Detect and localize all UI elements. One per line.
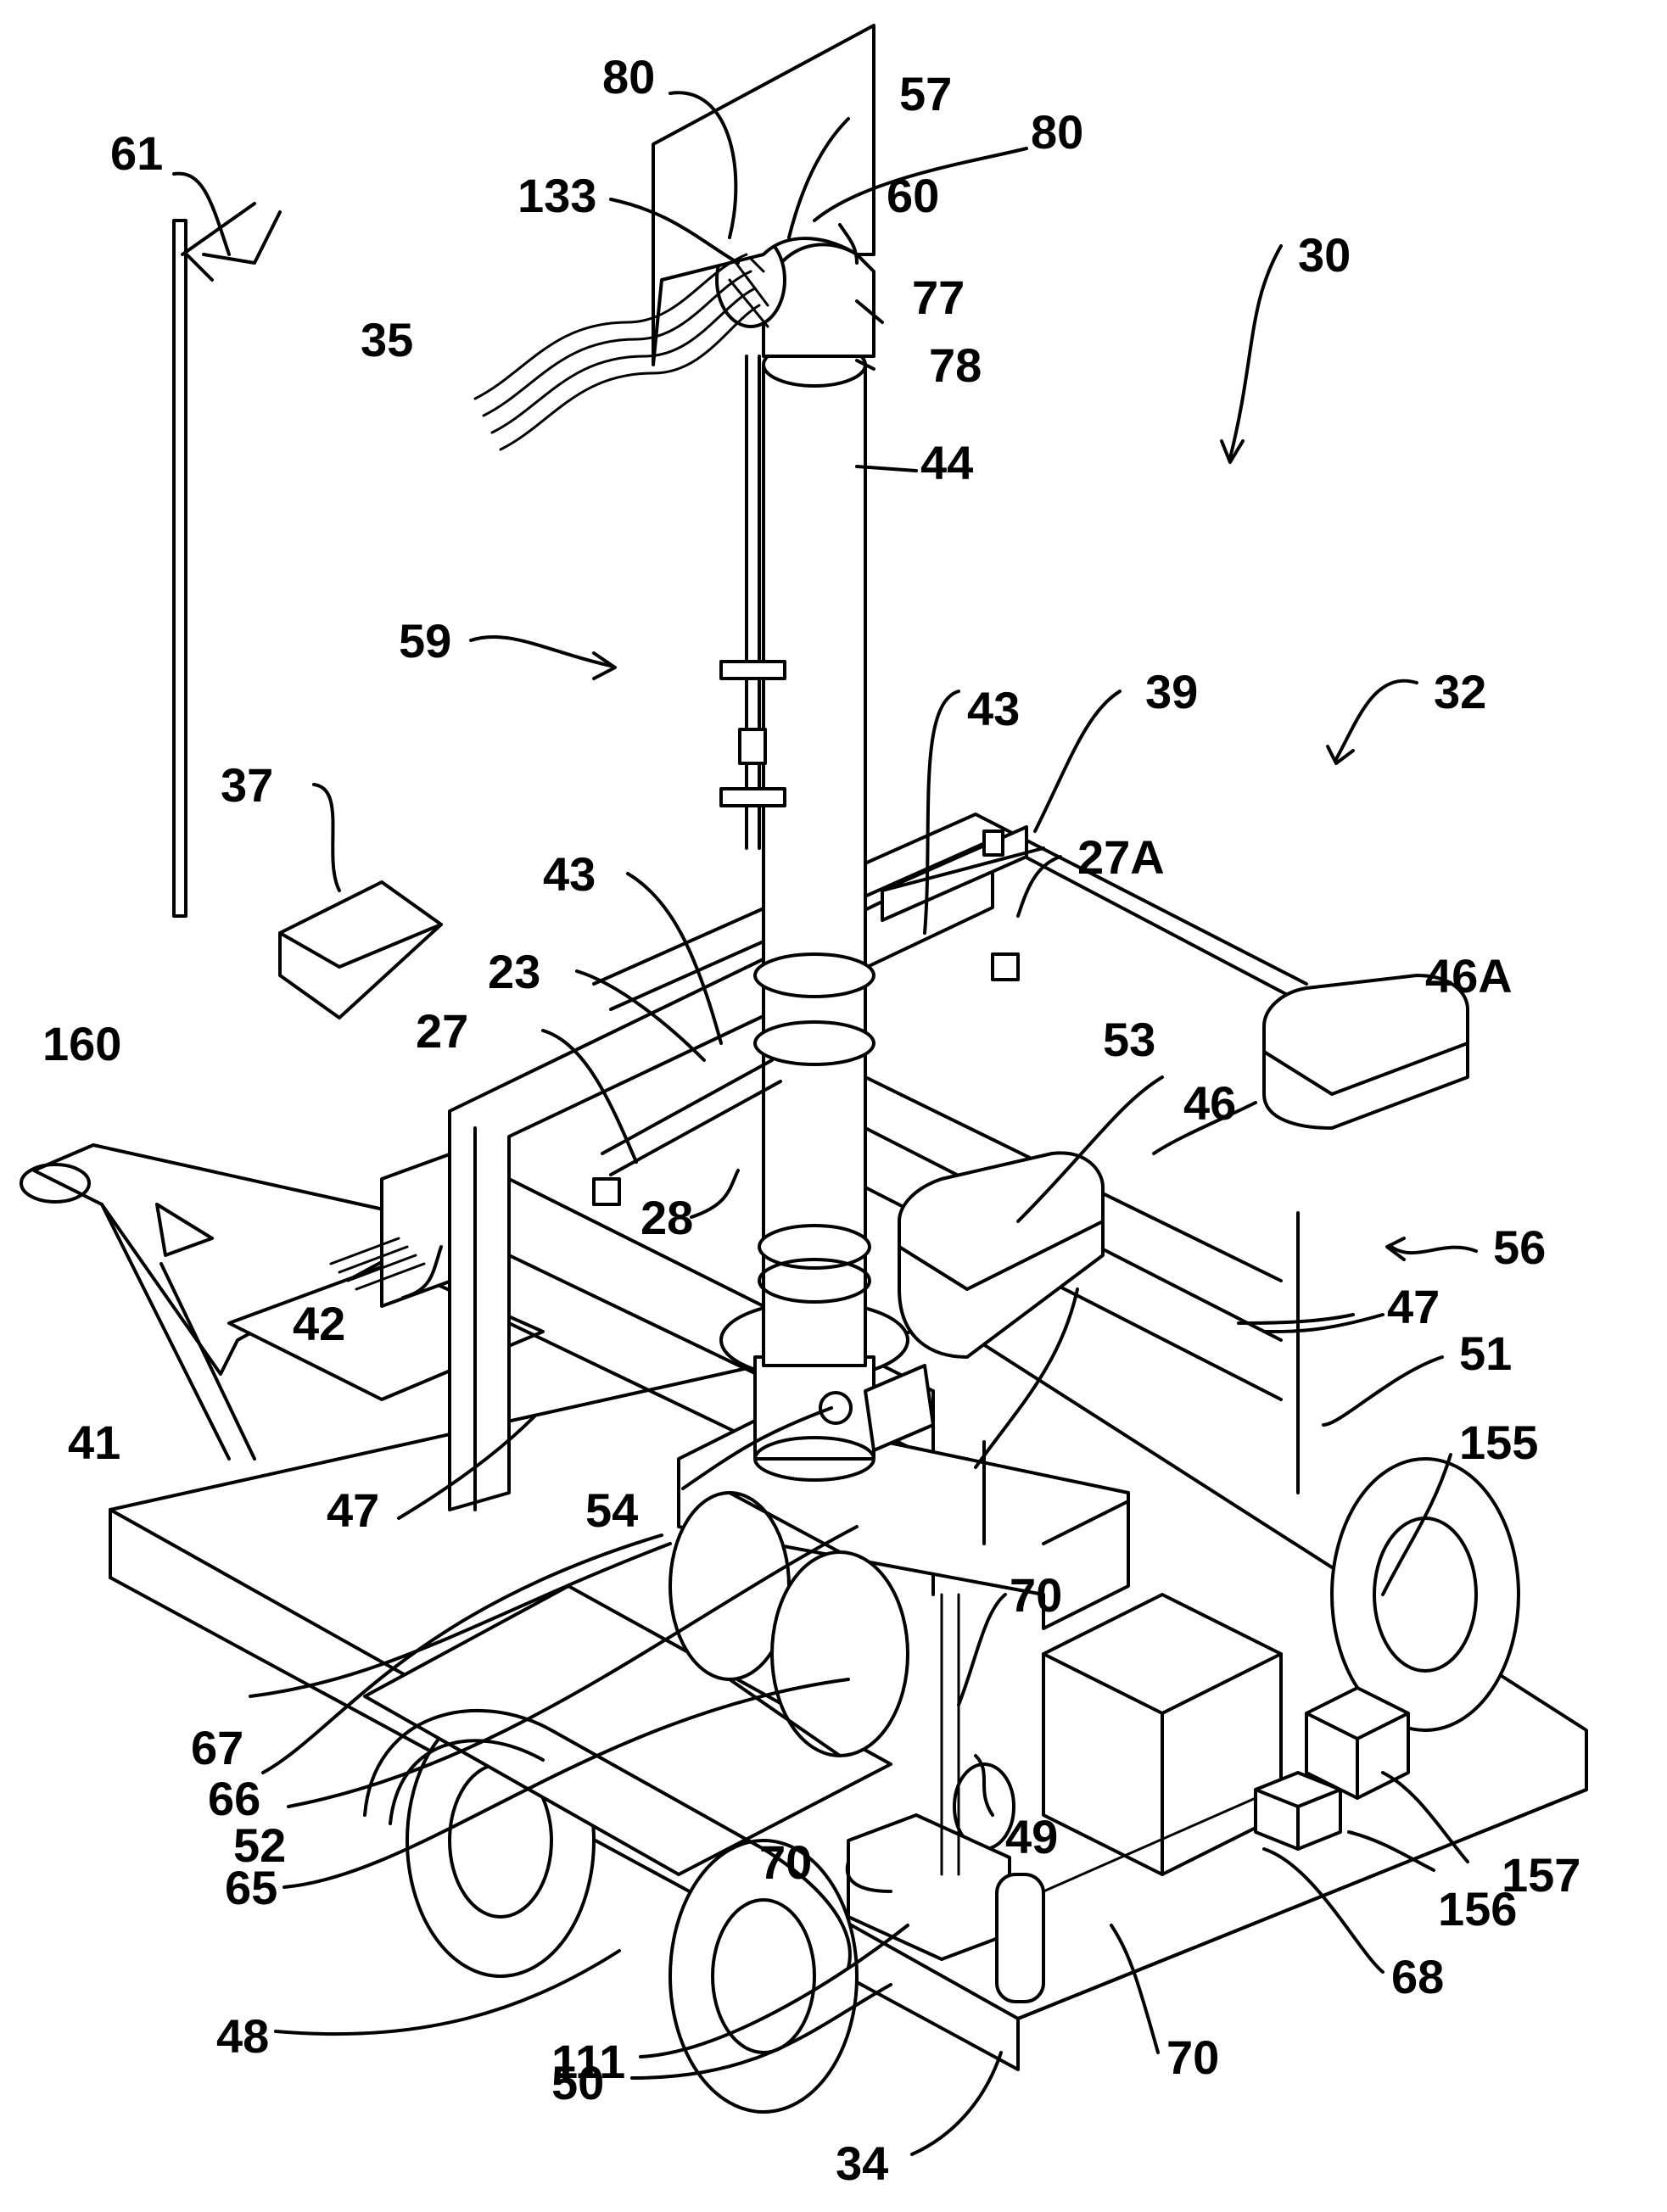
label-56: 56 [1493,1221,1546,1274]
light-46 [899,1153,1103,1357]
label-27A: 27A [1077,830,1165,884]
label-133: 133 [517,169,596,222]
main-column [755,344,874,1366]
label-23: 23 [488,945,540,998]
label-66: 66 [208,1772,260,1825]
label-68: 68 [1391,1950,1444,2003]
label-42: 42 [293,1297,345,1350]
scoop [280,882,441,1018]
label-59: 59 [399,614,451,668]
small-box-157 [1306,1688,1408,1798]
label-80: 80 [602,50,655,103]
label-28: 28 [641,1191,693,1244]
label-80: 80 [1031,105,1083,159]
label-57: 57 [899,67,952,120]
label-48: 48 [216,2009,269,2063]
label-155: 155 [1459,1416,1538,1469]
label-43: 43 [543,847,596,901]
label-77: 77 [912,271,965,324]
label-51: 51 [1459,1327,1512,1380]
label-160: 160 [42,1017,121,1070]
label-30: 30 [1298,228,1351,282]
label-39: 39 [1145,665,1198,718]
label-47: 47 [1387,1280,1440,1333]
label-67: 67 [191,1721,243,1774]
label-50: 50 [551,2056,604,2109]
label-32: 32 [1434,665,1486,718]
label-70: 70 [1010,1568,1062,1622]
label-41: 41 [68,1416,120,1469]
label-46A: 46A [1425,949,1513,1003]
label-27: 27 [416,1004,468,1058]
label-156: 156 [1438,1882,1517,1936]
label-65: 65 [225,1861,277,1914]
label-54: 54 [585,1483,638,1537]
label-49: 49 [1005,1810,1058,1863]
label-70: 70 [1166,2030,1219,2084]
control-box [1043,1595,1281,1874]
label-70: 70 [759,1835,812,1889]
label-78: 78 [929,338,982,392]
label-34: 34 [836,2137,888,2190]
label-35: 35 [361,313,413,366]
label-53: 53 [1103,1013,1155,1066]
label-46: 46 [1183,1076,1236,1130]
label-44: 44 [920,436,973,489]
label-47: 47 [327,1483,379,1537]
label-43: 43 [967,682,1020,735]
label-37: 37 [221,758,273,812]
label-60: 60 [887,169,939,222]
label-61: 61 [110,126,163,180]
